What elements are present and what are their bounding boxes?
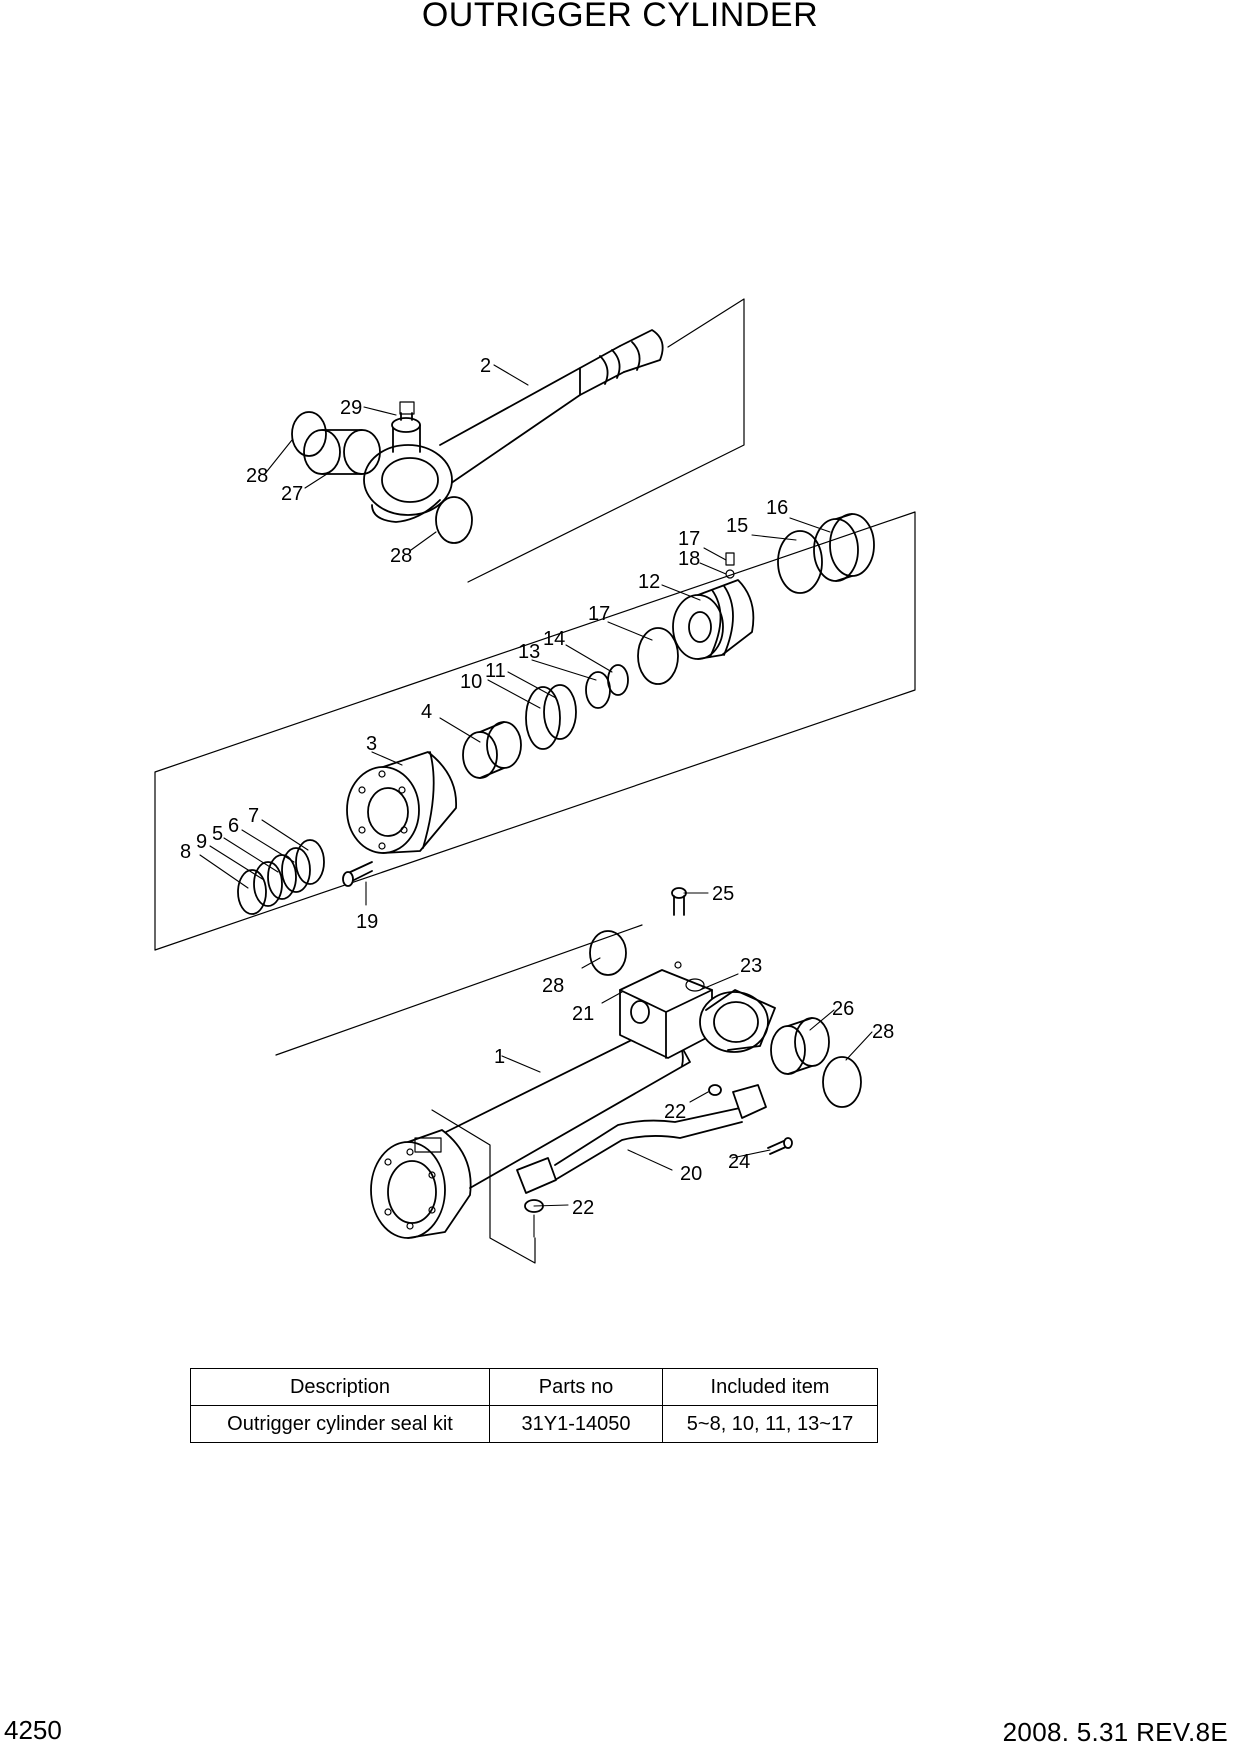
callout-24: 24 xyxy=(728,1151,750,1173)
piston-12 xyxy=(672,579,755,660)
eye-bushing-27 xyxy=(303,429,381,475)
seal-13 xyxy=(585,671,611,709)
bushing-26 xyxy=(770,1017,830,1075)
callout-23: 23 xyxy=(740,955,762,977)
callout-1: 1 xyxy=(494,1046,505,1068)
cylinder-tube-1 xyxy=(370,1021,691,1239)
piston-rod xyxy=(363,329,664,523)
callout-16: 16 xyxy=(766,497,788,519)
bushing-4 xyxy=(462,721,522,779)
backup-ring-11 xyxy=(543,684,577,740)
callout-10: 10 xyxy=(460,671,482,693)
callout-17-b: 17 xyxy=(678,528,700,550)
seal-kit-table: Description Parts no Included item Outri… xyxy=(190,1368,878,1443)
column-header-description: Description xyxy=(190,1368,490,1406)
callout-22-a: 22 xyxy=(664,1101,686,1123)
cell-included-item: 5~8, 10, 11, 13~17 xyxy=(662,1405,878,1443)
callout-28-b: 28 xyxy=(390,545,412,567)
dust-ring-16 xyxy=(813,513,875,582)
bolt-24 xyxy=(767,1137,793,1155)
callout-17-a: 17 xyxy=(588,603,610,625)
callout-4: 4 xyxy=(421,701,432,723)
column-header-included-item: Included item xyxy=(662,1368,878,1406)
leader-lines xyxy=(199,364,873,1238)
callout-22-b: 22 xyxy=(572,1197,594,1219)
callout-25: 25 xyxy=(712,883,734,905)
callout-6: 6 xyxy=(228,815,239,837)
bolt-25 xyxy=(671,887,687,916)
callout-11: 11 xyxy=(485,660,506,682)
table-row: Outrigger cylinder seal kit 31Y1-14050 5… xyxy=(190,1405,878,1443)
table-header-row: Description Parts no Included item xyxy=(190,1368,878,1406)
ring-14 xyxy=(607,664,629,696)
ring-28d xyxy=(822,1056,862,1108)
callout-21: 21 xyxy=(572,1003,594,1025)
callout-19: 19 xyxy=(356,911,378,933)
callout-labels: 2 29 28 27 28 3 4 10 11 13 14 17 12 17 1… xyxy=(180,355,894,1219)
callout-8: 8 xyxy=(180,841,191,863)
callout-13: 13 xyxy=(518,641,540,663)
port-detail-boundary xyxy=(431,1109,536,1264)
callout-3: 3 xyxy=(366,733,377,755)
piston-group-boundary xyxy=(154,511,916,951)
callout-7: 7 xyxy=(248,805,259,827)
callout-5: 5 xyxy=(212,823,223,845)
callout-9: 9 xyxy=(196,831,207,853)
callout-18: 18 xyxy=(678,548,700,570)
callout-26: 26 xyxy=(832,998,854,1020)
wear-ring-15 xyxy=(777,530,823,594)
callout-12: 12 xyxy=(638,571,660,593)
callout-28-a: 28 xyxy=(246,465,268,487)
callout-2: 2 xyxy=(480,355,491,377)
wear-ring-17 xyxy=(637,627,679,685)
revision-date: 2008. 5.31 REV.8E xyxy=(1002,1717,1228,1747)
callout-27: 27 xyxy=(281,483,303,505)
pipe-20 xyxy=(516,1084,767,1194)
callout-14: 14 xyxy=(543,628,565,650)
cell-parts-no: 31Y1-14050 xyxy=(489,1405,663,1443)
cell-description: Outrigger cylinder seal kit xyxy=(190,1405,490,1443)
callout-15: 15 xyxy=(726,515,748,537)
page-title: OUTRIGGER CYLINDER xyxy=(421,0,819,34)
callout-28-d: 28 xyxy=(872,1021,894,1043)
exploded-view-diagram: 2 29 28 27 28 3 4 10 11 13 14 17 12 17 1… xyxy=(154,298,916,1264)
cylinder-head-3 xyxy=(346,751,457,854)
port-block-21 xyxy=(619,961,776,1059)
bolt-19 xyxy=(342,861,373,887)
column-header-parts-no: Parts no xyxy=(489,1368,663,1406)
ring-28a xyxy=(291,411,327,457)
o-ring-10 xyxy=(525,686,561,750)
callout-29: 29 xyxy=(340,397,362,419)
tube-group-boundary xyxy=(275,924,643,1056)
callout-28-c: 28 xyxy=(542,975,564,997)
rod-group-boundary xyxy=(467,298,745,583)
seal-rings-5-to-9 xyxy=(237,839,325,915)
ring-28c xyxy=(589,930,627,976)
o-ring-22a xyxy=(708,1084,722,1096)
ring-28b xyxy=(435,496,473,544)
callout-20: 20 xyxy=(680,1163,702,1185)
page-number: 4250 xyxy=(4,1715,62,1745)
